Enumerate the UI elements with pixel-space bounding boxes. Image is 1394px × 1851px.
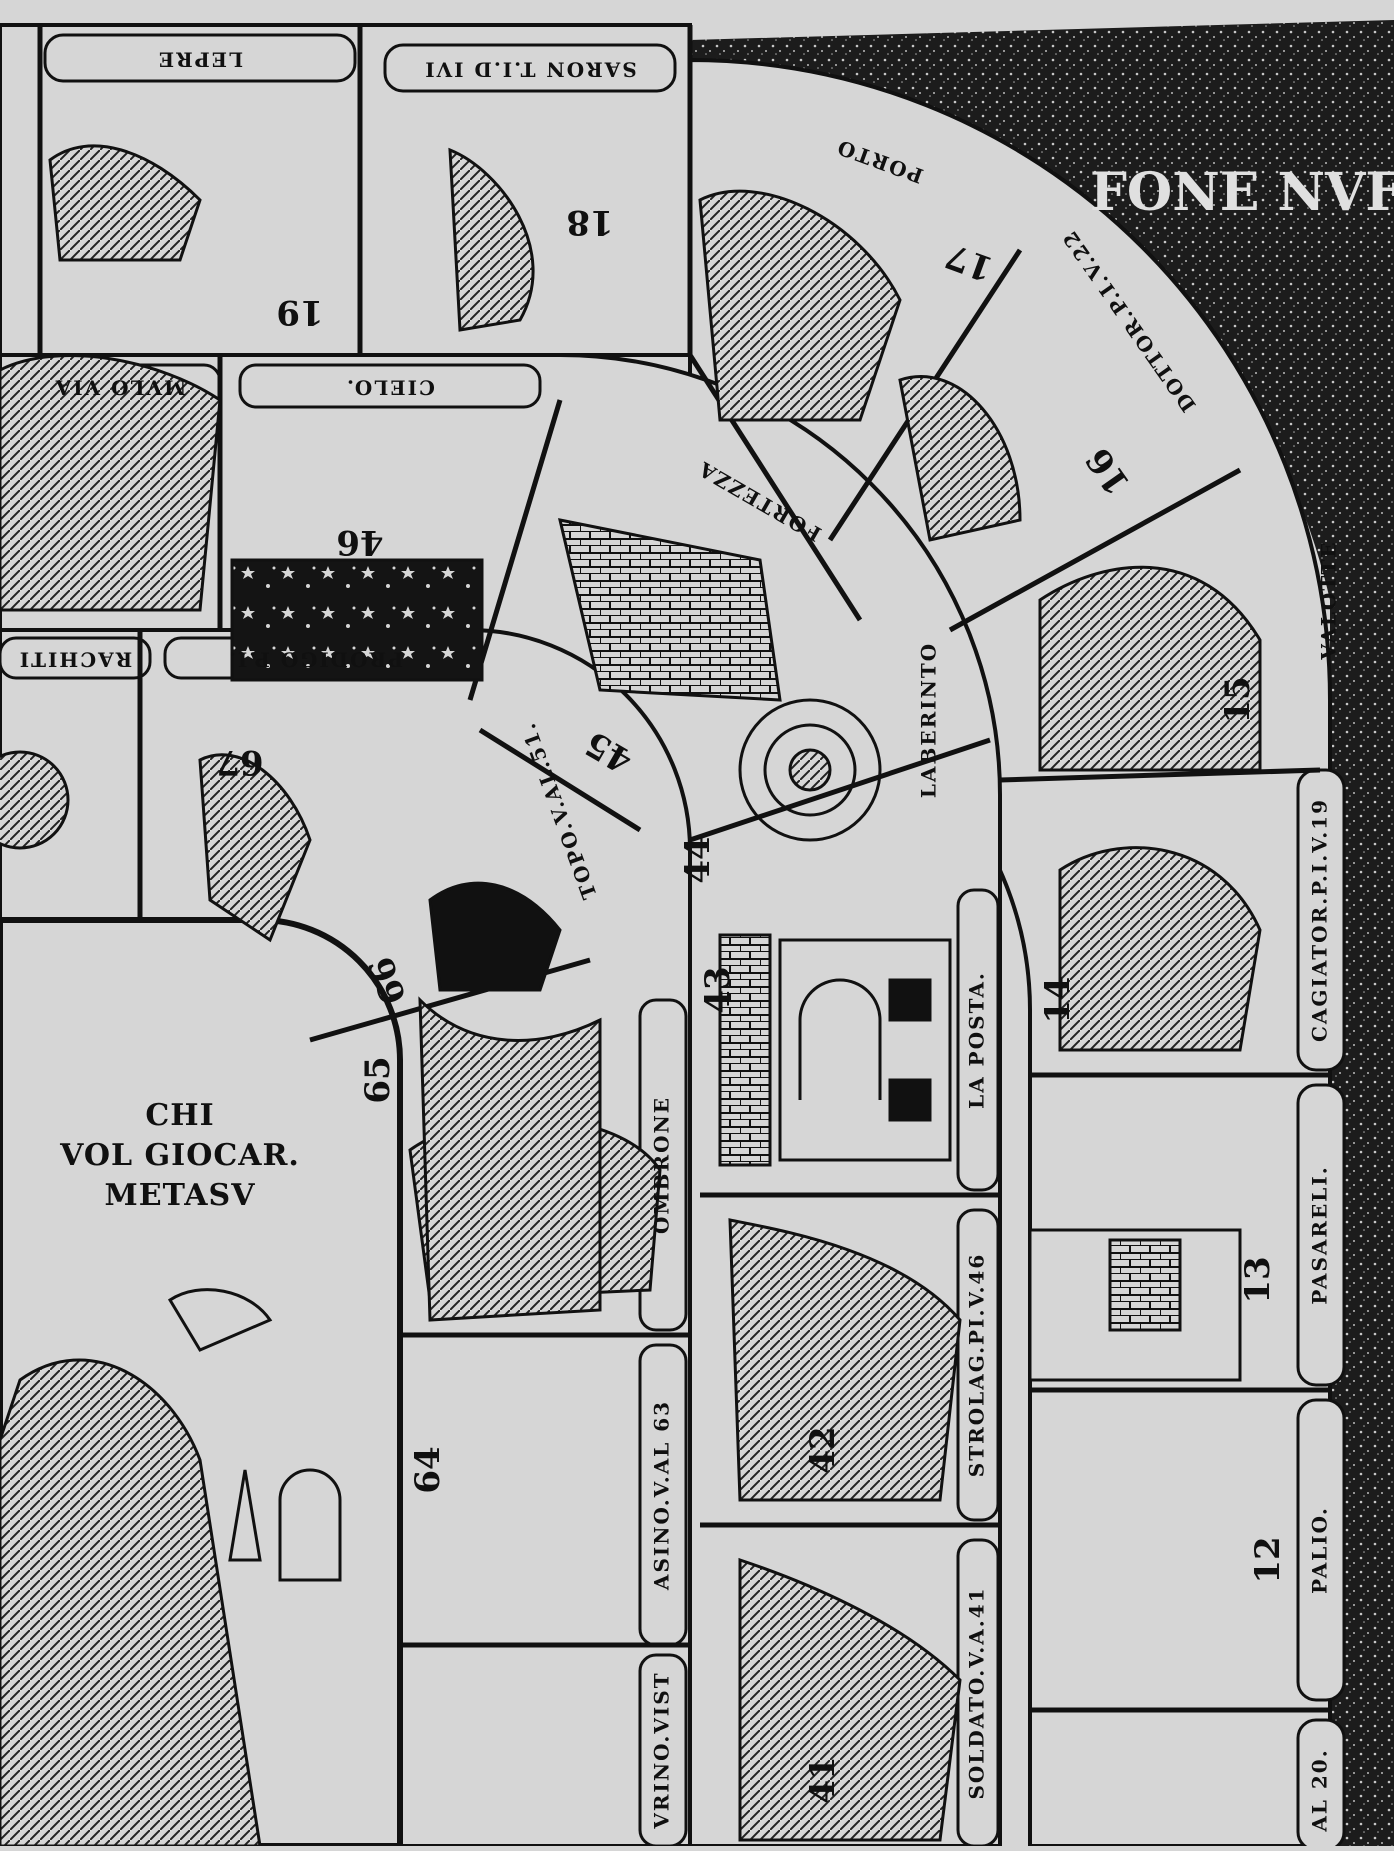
space-number-18: 18 xyxy=(566,202,613,242)
space-number-astrolago: 42 xyxy=(803,1426,843,1473)
space-label-urino: VRINO.VIST xyxy=(650,1671,674,1829)
space-number-asino: 64 xyxy=(408,1446,448,1493)
top-row-dividers xyxy=(37,25,693,355)
soldier-picture xyxy=(738,1557,962,1842)
baron-picture xyxy=(448,147,535,332)
starry-sky-picture xyxy=(230,558,484,682)
brick-tower-picture xyxy=(718,933,772,1167)
valley-picture xyxy=(1038,565,1262,772)
space-number-cielo: 46 xyxy=(336,522,383,562)
doctor-picture xyxy=(898,375,1022,542)
round-mirror-picture xyxy=(0,750,70,850)
space-number-19: 19 xyxy=(276,292,323,332)
player-figure-picture xyxy=(0,1358,262,1848)
space-label-astrolago: STROLAG.PI.V.46 xyxy=(965,1253,989,1477)
cell-illustrations xyxy=(0,144,1262,1848)
space-number-14: 14 xyxy=(1038,976,1078,1023)
space-number-posta: 43 xyxy=(698,966,738,1013)
space-label-posta: LA POSTA. xyxy=(965,971,989,1109)
space-label-mulo: MVLO VIA xyxy=(54,376,187,400)
space-label-14: CAGIATOR.P.I.V.19 xyxy=(1308,798,1332,1042)
space-label-labirinto: LABERINTO xyxy=(917,642,941,798)
space-label-prodigo: PRODIGO P.I. xyxy=(227,648,403,672)
space-number-13: 13 xyxy=(1238,1256,1278,1303)
fortress-picture xyxy=(558,518,782,702)
dark-corner-background xyxy=(690,20,1394,1846)
hare-picture xyxy=(48,144,202,262)
mouse-picture xyxy=(428,881,562,992)
space-number-prodigo: 67 xyxy=(216,742,263,782)
space-label-ombrone: OMBRONE xyxy=(650,1096,674,1234)
inner-text-line3: METASV xyxy=(105,1178,256,1213)
raised-hand-picture xyxy=(167,1288,273,1352)
astrologer-picture xyxy=(728,1218,962,1502)
port-picture xyxy=(698,189,902,422)
space-label-18: SARON T.I.D IVI xyxy=(423,58,636,82)
village-picture xyxy=(228,1468,342,1582)
space-label-13: PASARELI. xyxy=(1308,1165,1332,1304)
mule-picture xyxy=(0,354,222,612)
space-label-15: VALOTTE xyxy=(1317,540,1341,660)
space-label-lepre: LEPRE xyxy=(157,48,243,72)
space-number-ombrone: 65 xyxy=(358,1056,398,1103)
space-label-rachiti: RACHITI xyxy=(18,648,133,672)
space-label-cielo: CIELO. xyxy=(345,376,435,400)
space-label-al20: AL 20. xyxy=(1308,1748,1332,1832)
post-house-picture xyxy=(778,938,952,1162)
corner-banner-text: FONE NVF xyxy=(1090,162,1394,223)
inner-text-line1: CHI xyxy=(145,1098,214,1133)
space-label-soldato: SOLDATO.V.A.41 xyxy=(965,1586,989,1799)
space-number-labirinto: 44 xyxy=(678,836,718,883)
space-number-15: 15 xyxy=(1218,676,1258,723)
space-number-12: 12 xyxy=(1248,1536,1288,1583)
river-picture xyxy=(418,996,602,1322)
hunter-picture xyxy=(1058,846,1262,1052)
labyrinth-picture xyxy=(738,698,882,842)
space-number-soldato: 41 xyxy=(803,1756,843,1803)
inner-text-line2: VOL GIOCAR. xyxy=(59,1138,300,1173)
space-label-asino: ASINO.V.AL 63 xyxy=(650,1400,674,1591)
prodigal-picture xyxy=(198,753,312,943)
space-label-12: PALIO. xyxy=(1308,1506,1332,1594)
